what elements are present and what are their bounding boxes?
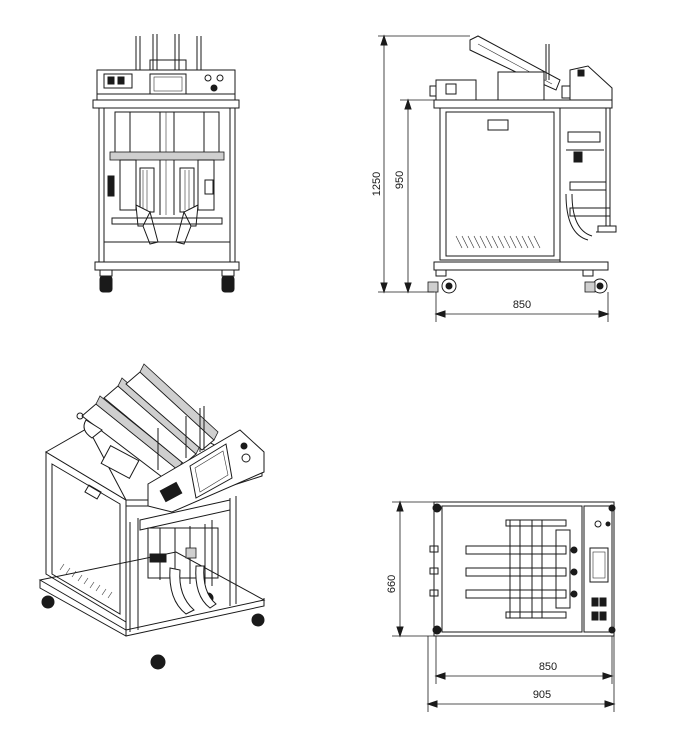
side-view: 1250 950 850 <box>371 34 617 322</box>
side-view-base <box>433 261 609 271</box>
iso-casters <box>41 592 265 670</box>
dim-label-950: 950 <box>394 171 406 189</box>
top-view-screen <box>589 547 609 583</box>
dim-label-side-850: 850 <box>513 299 531 311</box>
isometric-view <box>38 363 266 670</box>
side-view-vent <box>455 235 541 249</box>
top-view-dim-660: 660 <box>386 500 434 638</box>
side-view-dim-950: 950 <box>394 98 434 294</box>
front-view-casters <box>99 269 235 293</box>
dim-label-905: 905 <box>533 689 551 701</box>
side-view-control-panel <box>569 65 613 101</box>
side-view-table-top <box>433 99 613 109</box>
iso-control-panel <box>147 429 265 513</box>
front-view-mechanism <box>104 111 230 245</box>
front-view-top-plate <box>92 99 240 109</box>
front-view <box>92 34 240 293</box>
dim-label-1250: 1250 <box>371 172 383 196</box>
top-view: 660 850 905 <box>386 500 616 712</box>
iso-mechanism <box>139 499 231 615</box>
side-view-dim-1250: 1250 <box>371 34 470 294</box>
dim-label-top-850: 850 <box>539 661 557 673</box>
front-view-base <box>94 261 240 271</box>
top-view-dim-850: 850 <box>434 636 614 684</box>
iso-screen <box>189 443 233 499</box>
iso-hopper <box>76 363 219 481</box>
top-view-dim-905: 905 <box>426 636 616 712</box>
top-view-rails <box>429 519 578 619</box>
side-view-cabinet <box>439 107 561 261</box>
front-view-rods <box>135 34 202 75</box>
dim-label-660: 660 <box>386 575 398 593</box>
side-view-mechanism <box>559 108 617 262</box>
side-view-dim-850: 850 <box>434 292 610 322</box>
side-view-casters <box>427 269 608 294</box>
front-view-frame <box>98 107 236 271</box>
iso-vent <box>59 563 113 599</box>
